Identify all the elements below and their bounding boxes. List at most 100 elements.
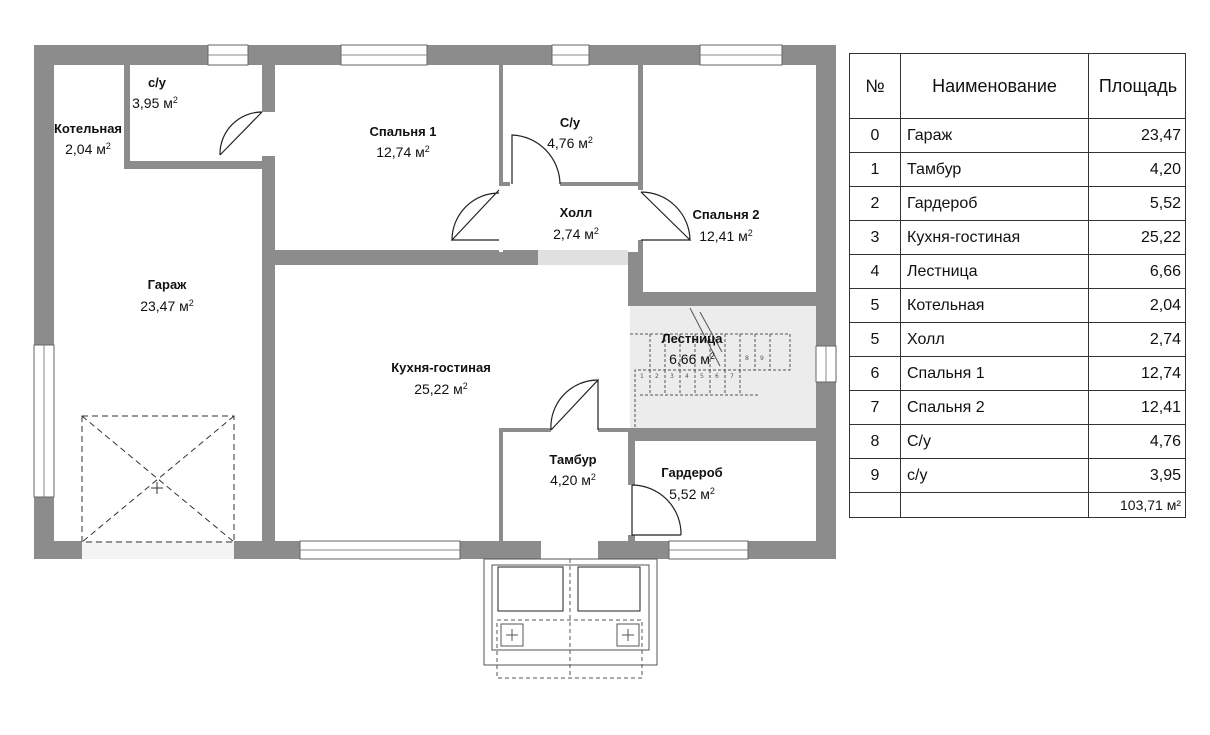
- room-area: 12,74 м2: [376, 144, 430, 160]
- room-holl-floor: [503, 186, 638, 252]
- room-name: Тамбур: [549, 452, 596, 467]
- cell-name: Гардероб: [900, 186, 1089, 221]
- header-num: №: [849, 53, 901, 119]
- stair-number: 5: [700, 373, 704, 380]
- room-su-small-floor: [130, 65, 260, 161]
- cell-area: 12,41: [1088, 390, 1186, 425]
- car-outline: [81, 415, 235, 543]
- room-name: Котельная: [54, 121, 122, 136]
- stair-number: 9: [760, 355, 764, 362]
- partition: [262, 65, 275, 541]
- cell-area: 4,20: [1088, 152, 1186, 187]
- door-opening: [638, 190, 643, 240]
- door-opening: [499, 186, 503, 252]
- door-opening: [551, 428, 598, 432]
- cell-empty: [849, 492, 901, 518]
- door-opening: [510, 182, 560, 186]
- entrance-porch: [483, 558, 658, 679]
- door-swing: [219, 111, 263, 156]
- cell-num: 8: [849, 424, 901, 459]
- cell-num: 9: [849, 458, 901, 493]
- stair-number: 1: [640, 373, 644, 380]
- room-area: 4,76 м2: [547, 135, 593, 151]
- cell-area: 25,22: [1088, 220, 1186, 255]
- header-area: Площадь: [1088, 53, 1186, 119]
- cell-num: 1: [849, 152, 901, 187]
- stair-number: 4: [685, 373, 689, 380]
- room-lestnica-floor: [630, 306, 816, 428]
- partition: [499, 428, 503, 541]
- stair-step-numbers: 1 2 3 4 5 6 7 8 9: [640, 355, 764, 380]
- room-garderob-floor: [635, 441, 816, 541]
- cell-name: Кухня-гостиная: [900, 220, 1089, 255]
- cell-name: С/у: [900, 424, 1089, 459]
- entrance-opening: [541, 541, 598, 559]
- cell-name: Холл: [900, 322, 1089, 357]
- room-name: Спальня 2: [693, 207, 760, 222]
- cell-area: 4,76: [1088, 424, 1186, 459]
- cell-name: Спальня 2: [900, 390, 1089, 425]
- room-area: 5,52 м2: [669, 486, 715, 502]
- cell-num: 4: [849, 254, 901, 289]
- room-area: 12,41 м2: [699, 228, 753, 244]
- room-kuhnya-floor: [275, 265, 499, 541]
- door-swing: [631, 484, 682, 536]
- cell-area: 6,66: [1088, 254, 1186, 289]
- partition: [124, 65, 130, 169]
- partition: [628, 252, 643, 306]
- room-area: 6,66 м2: [669, 351, 715, 367]
- cell-area: 3,95: [1088, 458, 1186, 493]
- partition: [638, 65, 643, 252]
- cell-name: Спальня 1: [900, 356, 1089, 391]
- door-opening: [262, 112, 275, 156]
- cell-area: 12,74: [1088, 356, 1186, 391]
- cell-name: Гараж: [900, 118, 1089, 153]
- cell-area: 23,47: [1088, 118, 1186, 153]
- room-spalnya1-floor: [275, 65, 499, 250]
- garage-gate-opening: [82, 541, 234, 559]
- table-total-row: 103,71 м²: [849, 492, 1186, 518]
- door-swing: [450, 189, 500, 241]
- door-swing: [640, 191, 692, 241]
- room-area: 2,04 м2: [65, 141, 111, 157]
- partition: [275, 250, 538, 265]
- room-name: Гардероб: [661, 465, 722, 480]
- cell-name: с/у: [900, 458, 1089, 493]
- cell-num: 5: [849, 288, 901, 323]
- partition: [635, 432, 816, 441]
- door-swing: [550, 378, 599, 431]
- room-area: 25,22 м2: [414, 381, 468, 397]
- room-name: Гараж: [148, 277, 188, 292]
- cell-area: 5,52: [1088, 186, 1186, 221]
- room-area: 2,74 м2: [553, 226, 599, 242]
- cell-name: Котельная: [900, 288, 1089, 323]
- partition: [499, 65, 503, 250]
- partition: [124, 161, 262, 169]
- cell-num: 6: [849, 356, 901, 391]
- room-name: Спальня 1: [370, 124, 437, 139]
- header-name: Наименование: [900, 53, 1089, 119]
- room-area: 4,20 м2: [550, 472, 596, 488]
- corridor-floor: [499, 252, 630, 428]
- stair-number: 8: [745, 355, 749, 362]
- floor-plan: 1 2 3 4 5 6 7 8 9 Котельная 2,04 м2 с/у …: [33, 44, 837, 679]
- room-area: 23,47 м2: [140, 298, 194, 314]
- cell-area: 2,74: [1088, 322, 1186, 357]
- room-name: С/у: [560, 115, 581, 130]
- door-swings: [219, 111, 692, 536]
- table-header-row: № Наименование Площадь: [849, 53, 1186, 119]
- partition: [499, 428, 816, 432]
- cell-num: 5: [849, 322, 901, 357]
- stair-number: 6: [715, 373, 719, 380]
